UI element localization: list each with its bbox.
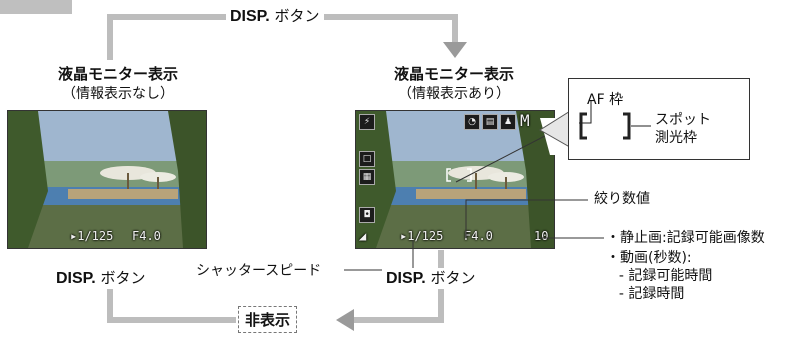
- right-mode-subtitle: （情報表示あり）: [398, 86, 510, 102]
- spot-metering-label-2: 測光枠: [655, 130, 697, 146]
- right-shutter-speed: ▸1/125: [400, 229, 444, 243]
- af-brackets: [579, 101, 651, 140]
- shutter-speed-callout: シャッタースピード: [196, 263, 322, 279]
- right-aperture: F4.0: [464, 229, 493, 243]
- lcd-screen-with-info: ⚡ ◔ ▤ ♟ M □ ▦ ◘ ◢ ▸1/125 F4.0 10: [355, 110, 555, 249]
- shots-callout-line-3: - 記録可能時間: [610, 268, 713, 284]
- left-disp-button-label: DISP. ボタン: [52, 268, 150, 289]
- self-timer-icon: ◔: [464, 114, 480, 130]
- shots-callout-line-1: ・静止画:記録可能画像数: [606, 230, 765, 246]
- lcd-screen-no-info: ▸1/125 F4.0: [7, 110, 207, 249]
- page-tab-marker: [0, 0, 72, 14]
- beach-photo-info: [356, 111, 554, 248]
- af-frame-label: AF 枠: [587, 92, 624, 108]
- left-shutter-speed: ▸1/125: [70, 229, 114, 243]
- display-off-state: 非表示: [238, 306, 298, 333]
- left-mode-subtitle: （情報表示なし）: [62, 86, 174, 102]
- iso-icon: ♟: [500, 114, 516, 130]
- drive-mode-icon: ▦: [359, 169, 375, 185]
- shooting-mode-letter: M: [520, 111, 530, 130]
- continuous-icon: ▤: [482, 114, 498, 130]
- shots-callout-line-2: ・動画(秒数):: [606, 250, 692, 266]
- aperture-callout: 絞り数値: [594, 191, 650, 207]
- top-disp-button-label: DISP. ボタン: [226, 6, 324, 27]
- spot-metering-label-1: スポット: [655, 112, 711, 128]
- beach-photo: [8, 111, 206, 248]
- shots-remaining: 10: [534, 229, 549, 243]
- right-disp-button-label: DISP. ボタン: [382, 268, 480, 289]
- focus-icon: ◘: [359, 207, 375, 223]
- resolution-icon: ◢: [359, 229, 367, 243]
- left-aperture: F4.0: [132, 229, 161, 243]
- shots-callout-line-4: - 記録時間: [610, 286, 685, 302]
- right-mode-title: 液晶モニター表示: [393, 65, 514, 83]
- flash-mode-icon: ⚡: [359, 114, 375, 130]
- metering-icon: □: [359, 151, 375, 167]
- left-mode-title: 液晶モニター表示: [57, 65, 178, 83]
- af-zoom-callout: AF 枠 スポット 測光枠: [568, 78, 750, 160]
